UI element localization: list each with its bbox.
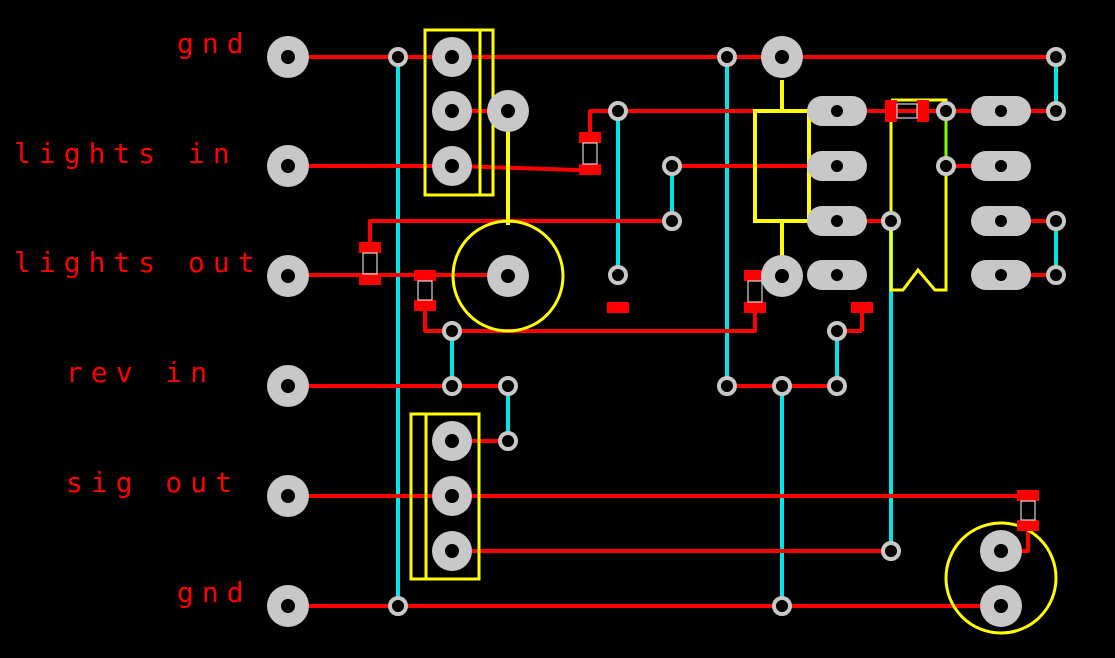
smd-pad [851,302,873,313]
pad-gnd-bottom [267,585,309,627]
via [1046,265,1066,285]
header-pad [432,37,472,77]
oval-pad [971,260,1031,290]
via [442,376,462,396]
smd-pad [1017,490,1039,501]
smd-pad [744,302,766,313]
oval-pad [807,151,867,181]
via [772,596,792,616]
capacitor-outline [944,521,1058,635]
via [827,321,847,341]
via [936,156,956,176]
smd-pad [414,300,436,311]
smd-pad [359,242,381,253]
via [608,265,628,285]
vias [388,47,1066,616]
via [442,321,462,341]
smd-outline [417,280,433,301]
via [827,376,847,396]
net-labels: gnd lights in lights out rev in sig out … [14,27,263,609]
smd-outlines [362,103,1036,521]
smd-pad [607,302,629,313]
via [881,541,901,561]
top-trace [368,219,672,248]
capacitor-pad [487,255,529,297]
label-gnd-top: gnd [177,27,252,60]
header-pad [432,476,472,516]
oval-pad [807,206,867,236]
smd-outline [896,103,918,119]
oval-pad [971,96,1031,126]
pad-sig-out [267,475,309,517]
header-pad [432,91,472,131]
via [662,211,682,231]
smd-pad [579,132,601,143]
via [1046,211,1066,231]
via [881,211,901,231]
label-rev-in: rev in [66,356,215,389]
capacitor-pad [980,585,1022,627]
ic-pad [761,255,803,297]
via [608,101,628,121]
smd-pad [414,270,436,281]
label-gnd-bottom: gnd [177,576,252,609]
label-lights-out: lights out [14,246,263,279]
smd-outline [582,142,598,165]
smd-outline [362,252,378,275]
component-pad [487,90,529,132]
oval-pad [971,206,1031,236]
pad-lights-in [267,145,309,187]
via [1046,47,1066,67]
ic-pad [761,36,803,78]
via [498,431,518,451]
pad-lights-out [267,255,309,297]
via [388,596,408,616]
oval-pad [807,96,867,126]
smd-pad [744,270,766,281]
oval-pads [807,96,1031,290]
header-pad [432,531,472,571]
top-trace [423,300,757,333]
via [662,156,682,176]
smd-pad [1017,520,1039,531]
header-pad [432,146,472,186]
oval-pad [971,151,1031,181]
smd-pad [917,100,929,122]
via [1046,101,1066,121]
smd-outline [1020,500,1036,521]
label-lights-in: lights in [14,137,238,170]
via [717,47,737,67]
top-trace [588,109,1056,140]
pad-gnd-top [267,36,309,78]
header-pad [432,421,472,461]
smd-pads [359,100,1039,531]
via [388,47,408,67]
through-hole-pads [267,36,1022,627]
label-sig-out: sig out [66,466,240,499]
oval-pad [807,260,867,290]
smd-outline [747,280,763,303]
via [772,376,792,396]
capacitor-pad [980,530,1022,572]
header-bottom-outline [409,412,481,581]
via [498,376,518,396]
pad-rev-in [267,365,309,407]
smd-pad [579,164,601,175]
smd-pad [885,100,897,122]
smd-pad [359,274,381,285]
via [936,101,956,121]
via [717,376,737,396]
